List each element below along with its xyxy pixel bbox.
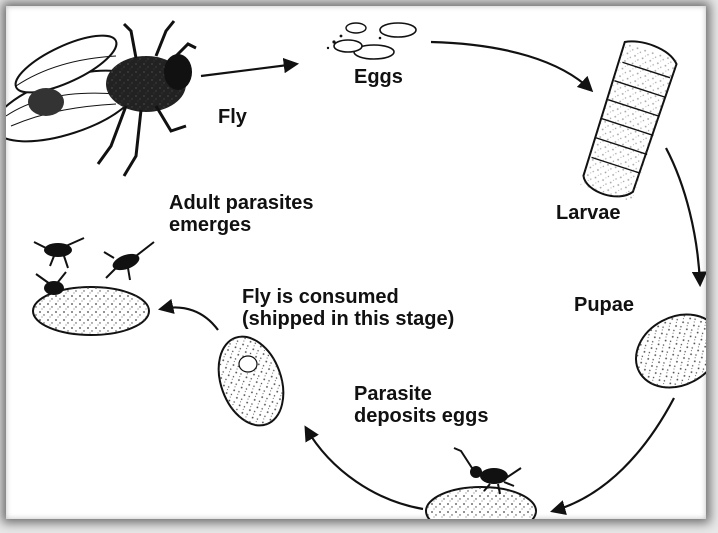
- label-eggs: Eggs: [354, 66, 403, 88]
- arrow-consumed-to-adults: [161, 307, 218, 330]
- label-fly: Fly: [218, 106, 247, 128]
- larva-icon: [578, 37, 680, 203]
- arrow-fly-to-eggs: [201, 64, 296, 76]
- arrow-eggs-to-larvae: [431, 42, 591, 90]
- label-adult-parasites: Adult parasites emerges: [169, 192, 313, 236]
- eggs-icon: [327, 23, 416, 59]
- label-parasite-deposits: Parasite deposits eggs: [354, 383, 488, 427]
- life-cycle-diagram: Fly Eggs Larvae Pupae Parasite deposits …: [6, 6, 706, 519]
- arrow-larvae-to-pupae: [666, 148, 700, 284]
- consumed-pupa-icon: [207, 328, 295, 435]
- label-larvae: Larvae: [556, 202, 621, 224]
- fly-icon: [6, 21, 196, 176]
- arrow-pupae-to-parasite: [553, 398, 674, 511]
- pupa-icon: [623, 300, 706, 401]
- label-fly-consumed: Fly is consumed (shipped in this stage): [242, 286, 454, 330]
- parasite-deposits-icon: [426, 448, 536, 519]
- label-pupae: Pupae: [574, 294, 634, 316]
- adult-parasites-icon: [33, 238, 154, 335]
- arrow-parasite-to-consumed: [306, 428, 423, 509]
